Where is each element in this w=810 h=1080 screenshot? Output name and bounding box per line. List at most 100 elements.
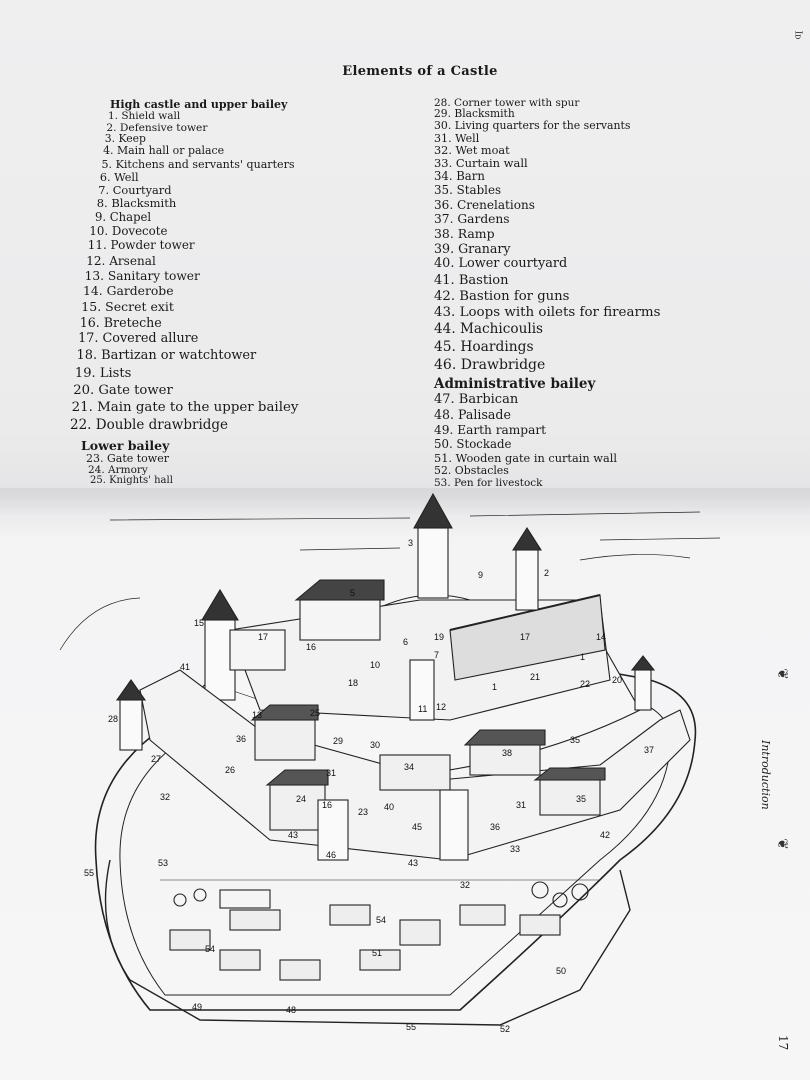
- legend-item: 51. Wooden gate in curtain wall: [434, 450, 617, 465]
- legend-item: 20. Gate tower: [73, 382, 173, 398]
- section-heading-high-castle: High castle and upper bailey: [110, 98, 288, 111]
- legend-item: 47. Barbican: [434, 392, 519, 408]
- legend-item: 30. Living quarters for the servants: [434, 118, 631, 132]
- callout-label: 19: [434, 632, 444, 642]
- callout-label: 31: [516, 800, 526, 810]
- section-heading-administrative-bailey: Administrative bailey: [434, 376, 596, 393]
- callout-label: 53: [158, 858, 168, 868]
- callout-label: 25: [310, 708, 320, 718]
- legend-item: 8. Blacksmith: [96, 196, 177, 211]
- legend-item: 4. Main hall or palace: [103, 144, 225, 158]
- legend-item: 16. Breteche: [79, 314, 162, 330]
- legend-item: 31. Well: [434, 131, 480, 145]
- callout-label: 16: [322, 800, 332, 810]
- callout-label: 43: [288, 830, 298, 840]
- callout-label: 30: [370, 740, 380, 750]
- legend-item: 34. Barn: [434, 169, 485, 184]
- castle-illustration: 3 9 2 5 15 17 16 6 19 17 14 7 10 1 18 41…: [59, 492, 721, 1034]
- legend-item: 10. Dovecote: [89, 223, 168, 238]
- callout-label: 55: [84, 868, 94, 878]
- legend-item: 13. Sanitary tower: [84, 268, 200, 283]
- legend-item: 39. Granary: [434, 240, 511, 256]
- callout-label: 45: [412, 822, 422, 832]
- legend-item: 48. Palisade: [434, 407, 511, 423]
- legend-item: 7. Courtyard: [98, 182, 172, 197]
- callout-label: 31: [326, 768, 336, 778]
- callout-label: 13: [252, 710, 262, 720]
- callout-label: 10: [370, 660, 380, 670]
- callout-label: 11: [418, 704, 427, 714]
- callout-label: 40: [384, 802, 394, 812]
- legend-item: 18. Bartizan or watchtower: [76, 347, 257, 363]
- callout-label: 37: [644, 745, 654, 755]
- legend-item: 35. Stables: [434, 182, 502, 197]
- legend-item: 41. Bastion: [434, 272, 509, 288]
- callout-label: 14: [596, 632, 606, 642]
- callout-label: 36: [236, 734, 246, 744]
- legend-item: 1. Shield wall: [108, 110, 181, 122]
- legend-item: 36. Crenelations: [434, 197, 535, 212]
- callout-label: 3: [408, 538, 413, 548]
- legend-item: 2. Defensive tower: [106, 120, 208, 134]
- callout-label: 2: [544, 568, 549, 578]
- callout-label: 1: [580, 652, 585, 662]
- legend-item: 9. Chapel: [95, 209, 152, 224]
- legend-item: 46. Drawbridge: [434, 357, 546, 374]
- callout-label: 41: [180, 662, 190, 672]
- legend-item: 50. Stockade: [434, 436, 512, 451]
- callout-label: 5: [350, 588, 355, 598]
- legend-item: 25. Knights' hall: [90, 475, 173, 487]
- legend-item: 24. Armory: [88, 463, 148, 476]
- legend-item: 12. Arsenal: [86, 253, 156, 268]
- legend-item: 49. Earth rampart: [434, 423, 547, 438]
- legend-item: 37. Gardens: [434, 212, 510, 227]
- callout-label: 17: [520, 632, 530, 642]
- callout-label: 15: [194, 618, 204, 628]
- legend-item: 21. Main gate to the upper bailey: [71, 400, 299, 416]
- callout-label: 23: [358, 807, 368, 817]
- legend-item: 15. Secret exit: [81, 298, 174, 314]
- callout-label: 32: [160, 792, 170, 802]
- page-fold-shadow: [0, 488, 810, 528]
- callout-label: 54: [376, 915, 386, 925]
- callout-label: 29: [333, 736, 343, 746]
- callout-label: 55: [406, 1022, 416, 1032]
- callout-label: 18: [348, 678, 358, 688]
- callout-label: 6: [403, 637, 408, 647]
- legend-item: 29. Blacksmith: [434, 107, 515, 121]
- legend-item: 40. Lower courtyard: [434, 256, 568, 272]
- legend-item: 38. Ramp: [434, 225, 495, 241]
- callout-label: 35: [576, 794, 586, 804]
- legend-item: 17. Covered allure: [78, 331, 199, 347]
- legend-item: 23. Gate tower: [86, 451, 169, 465]
- callout-label: 17: [258, 632, 268, 642]
- callout-label: 49: [192, 1002, 202, 1012]
- legend-item: 11. Powder tower: [87, 238, 195, 253]
- callout-label: 16: [306, 642, 316, 652]
- legend-item: 33. Curtain wall: [434, 156, 528, 171]
- callout-label: 38: [502, 748, 512, 758]
- callout-label: 21: [530, 672, 540, 682]
- callout-label: 54: [205, 944, 215, 954]
- legend-item: 53. Pen for livestock: [434, 476, 543, 489]
- callout-label: 12: [436, 702, 446, 712]
- callout-numbers: 3 9 2 5 15 17 16 6 19 17 14 7 10 1 18 41…: [84, 538, 654, 1034]
- legend-item: 22. Double drawbridge: [70, 417, 229, 434]
- legend-item: 43. Loops with oilets for firearms: [434, 305, 661, 321]
- callout-label: 26: [225, 765, 235, 775]
- legend-item: 19. Lists: [74, 365, 132, 381]
- callout-label: 7: [434, 650, 439, 660]
- legend-item: 42. Bastion for guns: [434, 288, 570, 304]
- callout-label: 50: [556, 966, 566, 976]
- legend-item: 32. Wet moat: [434, 144, 510, 158]
- legend-item: 14. Garderobe: [83, 284, 174, 299]
- callout-label: 32: [460, 880, 470, 890]
- callout-label: 46: [326, 850, 336, 860]
- callout-label: 42: [600, 830, 610, 840]
- callout-label: 1: [492, 682, 497, 692]
- legend-item: 45. Hoardings: [434, 338, 534, 355]
- callout-label: 48: [286, 1005, 296, 1015]
- page-title: Elements of a Castle: [342, 64, 498, 79]
